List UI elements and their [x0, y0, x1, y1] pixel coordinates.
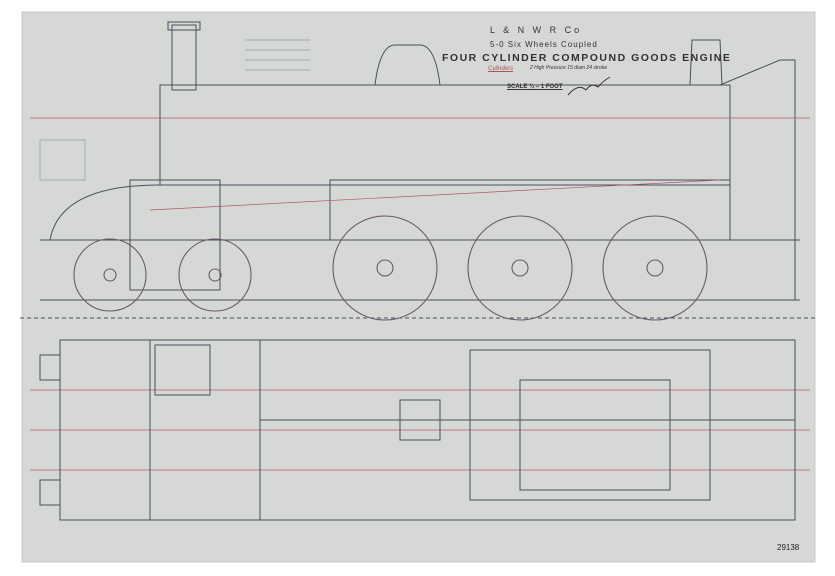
wheels: [73, 215, 708, 321]
drawing-title: FOUR CYLINDER COMPOUND GOODS ENGINE: [442, 52, 732, 64]
scale-note: SCALE ¾ = 1 FOOT: [507, 84, 563, 90]
side-elevation: [20, 21, 815, 319]
smokebox-front: [49, 184, 161, 241]
plan-view: [39, 339, 796, 521]
notes-tables: [39, 39, 310, 181]
paper-sheet: [21, 11, 816, 563]
cylinders-label: Cylinders: [488, 66, 514, 72]
company-name: L & N W R Co: [490, 25, 583, 35]
chimney: [171, 24, 197, 91]
drawing-number: 29138: [777, 543, 800, 552]
cylinders-spec: 2 High Pressure 15 diam 24 stroke: [530, 65, 607, 71]
signature: [567, 76, 611, 96]
boiler: [159, 84, 731, 186]
safety-valve: [689, 39, 723, 86]
engine-class: 5-0 Six Wheels Coupled: [490, 40, 598, 49]
dome: [374, 44, 441, 86]
red-lines: [30, 117, 810, 471]
